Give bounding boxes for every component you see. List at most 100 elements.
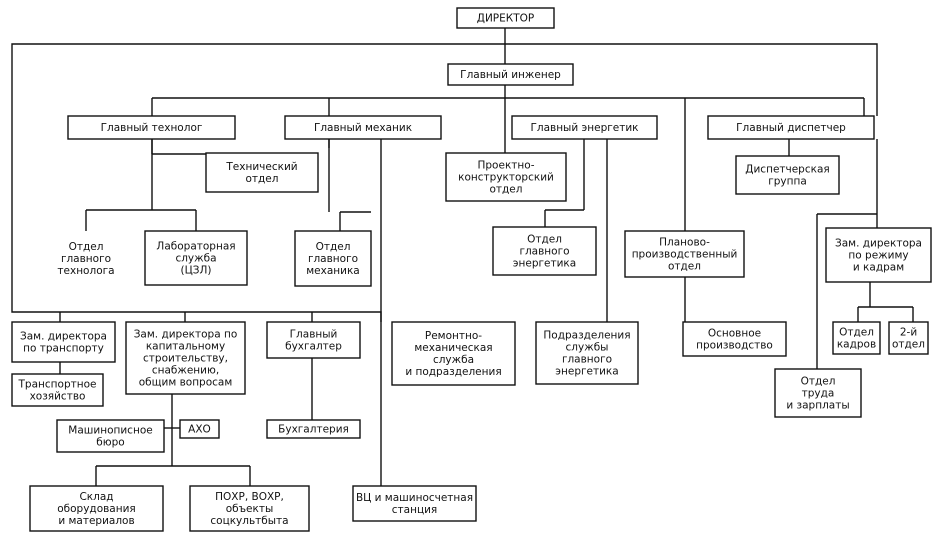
org-unit-label: хозяйство: [30, 391, 86, 403]
org-unit-box: [447, 63, 574, 86]
org-unit-box: [29, 485, 164, 532]
org-unit-box: [266, 419, 361, 439]
org-unit-label: главного: [562, 354, 612, 366]
org-unit-label: Склад: [79, 491, 113, 503]
org-unit-box: [492, 226, 597, 276]
org-unit-label: Зам. директора: [20, 331, 107, 343]
org-unit-label: снабжению,: [152, 365, 219, 377]
org-unit-box: [456, 7, 555, 29]
org-unit-box: [11, 321, 116, 363]
org-unit-box: [125, 321, 246, 395]
org-unit-label: Главный механик: [314, 122, 412, 134]
org-unit-label: Отдел: [316, 241, 351, 253]
org-unit-label: Главный диспетчер: [736, 122, 846, 134]
org-unit-box: [825, 227, 932, 283]
org-unit-label: механика: [306, 265, 360, 277]
org-unit-box: [11, 373, 104, 407]
connector-lines: [11, 28, 914, 486]
org-unit-label: Технический: [225, 161, 297, 173]
org-unit-label: Главный: [290, 329, 338, 341]
org-unit-box: [774, 368, 862, 418]
org-unit-label: технолога: [57, 265, 114, 277]
org-unit-label: отдел: [490, 184, 523, 196]
org-unit-label: объекты: [226, 503, 274, 515]
org-unit-box: [832, 321, 881, 355]
org-unit-chief-engineer: Главный инженер: [447, 63, 574, 86]
org-unit-label: главного: [61, 253, 111, 265]
org-unit-label: АХО: [188, 424, 211, 436]
org-unit-box: [179, 419, 220, 439]
org-unit-label: 2-й: [900, 327, 917, 339]
org-unit-box: [445, 152, 567, 202]
org-unit-label: ПОХР, ВОХР,: [215, 491, 284, 503]
org-unit-label: по транспорту: [23, 343, 104, 355]
org-unit-label: (ЦЗЛ): [181, 265, 212, 277]
org-unit-label: производство: [696, 340, 773, 352]
org-unit-label: и зарплаты: [786, 400, 849, 412]
org-unit-label: конструкторский: [458, 172, 554, 184]
org-unit-label: труда: [802, 388, 835, 400]
org-unit-box: [266, 321, 361, 359]
org-unit-label: Проектно-: [478, 160, 535, 172]
org-unit-box: [352, 485, 477, 522]
org-unit-box: [189, 485, 310, 532]
org-unit-label: строительству,: [143, 353, 228, 365]
org-unit-label: Подразделения: [543, 330, 630, 342]
org-unit-box: [624, 230, 745, 278]
org-unit-accounting: Бухгалтерия: [266, 419, 361, 439]
org-unit-label: отдел: [892, 339, 925, 351]
org-unit-label: Отдел: [527, 234, 562, 246]
org-unit-chief-mechanic: Главный механик: [284, 115, 442, 140]
org-unit-label: и подразделения: [405, 366, 501, 378]
org-unit-chief-technologist: Главный технолог: [67, 115, 236, 140]
org-unit-box: [284, 115, 442, 140]
org-unit-box: [56, 419, 165, 453]
org-unit-label: энергетика: [555, 366, 618, 378]
org-unit-label: бюро: [96, 437, 124, 449]
org-unit-label: Главный энергетик: [530, 122, 638, 134]
org-unit-label: станция: [392, 504, 437, 516]
org-unit-label: ВЦ и машиносчетная: [356, 492, 473, 504]
org-unit-aho: АХО: [179, 419, 220, 439]
org-unit-label: служба: [433, 354, 474, 366]
org-unit-label: службы: [566, 342, 609, 354]
org-unit-label: Бухгалтерия: [278, 424, 349, 436]
org-unit-label: Отдел: [839, 327, 874, 339]
org-unit-chief-dispatcher: Главный диспетчер: [707, 115, 875, 140]
org-unit-label: отдел: [668, 261, 701, 273]
org-unit-box: [294, 230, 372, 287]
org-unit-label: производственный: [632, 249, 738, 261]
org-unit-label: оборудования: [57, 503, 136, 515]
org-unit-label: Зам. директора: [835, 238, 922, 250]
org-unit-label: и материалов: [58, 515, 134, 527]
org-unit-label: служба: [175, 253, 216, 265]
org-unit-label: главного: [519, 246, 569, 258]
org-unit-label: капитальному: [146, 341, 225, 353]
org-unit-box: [391, 321, 516, 386]
org-unit-label: Главный технолог: [101, 122, 203, 134]
org-unit-label: Диспетчерская: [745, 164, 829, 176]
org-unit-box: [205, 152, 319, 193]
